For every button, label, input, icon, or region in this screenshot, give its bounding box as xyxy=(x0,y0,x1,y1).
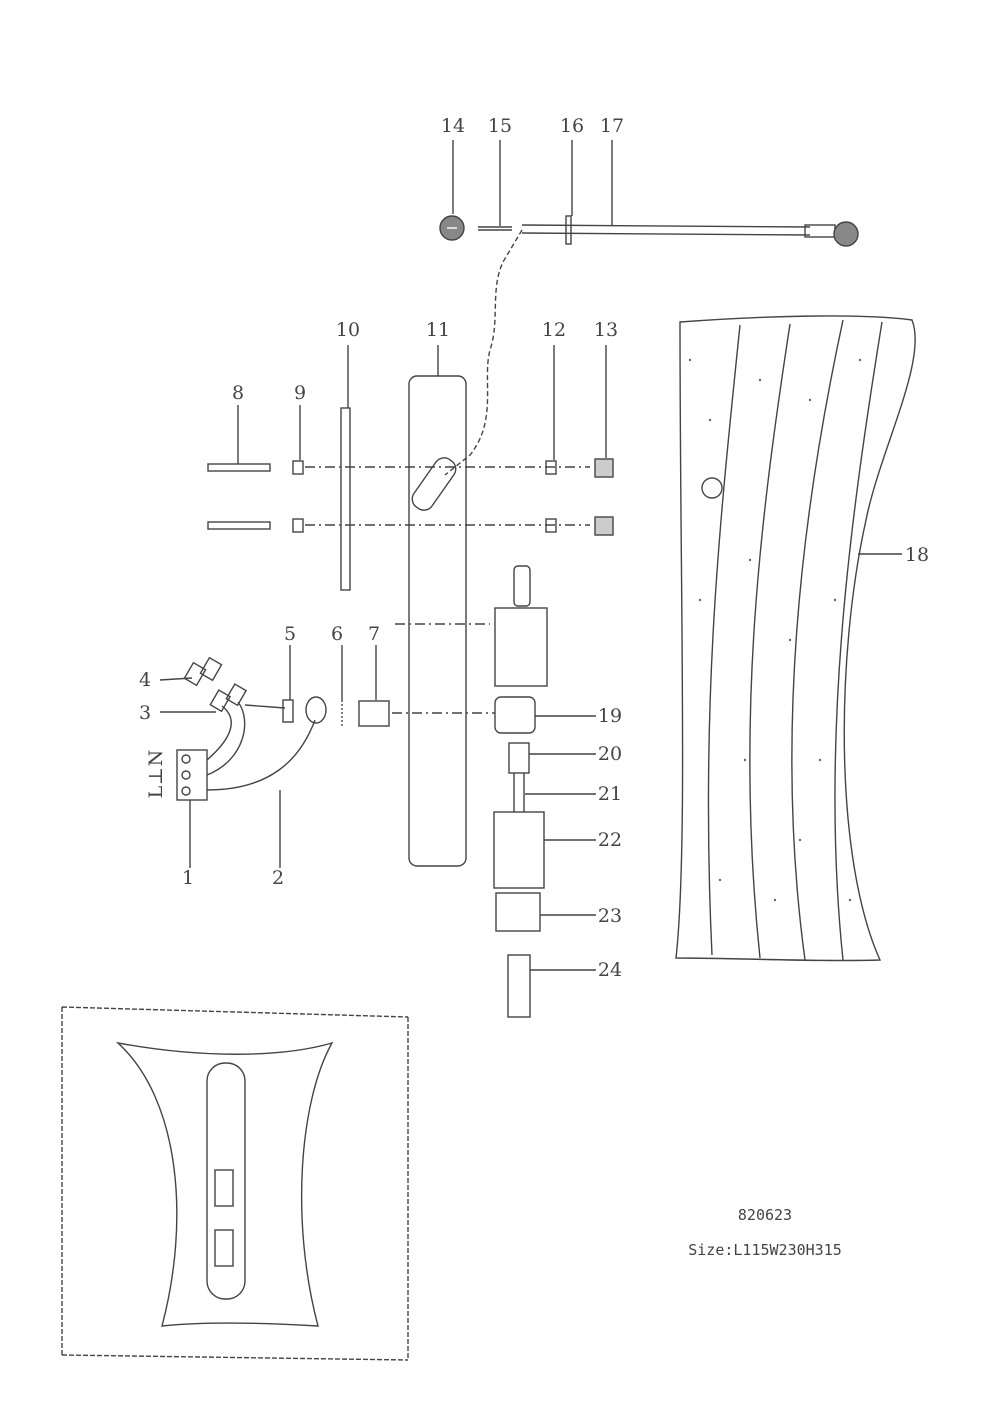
size-text: Size:L115W230H315 xyxy=(688,1241,842,1259)
part-16-nut xyxy=(565,215,572,245)
label-part-21: 21 xyxy=(598,783,622,805)
part-18-shade xyxy=(675,315,916,962)
part-20 xyxy=(508,742,530,774)
label-part-24: 24 xyxy=(598,959,622,981)
model-number: 820623 xyxy=(737,1206,793,1224)
part-17-end xyxy=(833,221,859,247)
label-part-10: 10 xyxy=(336,319,360,341)
label-part-15: 15 xyxy=(488,115,512,137)
part-11-backplate xyxy=(408,375,467,867)
part-22 xyxy=(493,811,545,889)
terminal-labels: L ⊥ N xyxy=(145,750,167,799)
label-part-6: 6 xyxy=(331,623,343,645)
label-part-19: 19 xyxy=(598,705,622,727)
part-labels: 1 2 3 4 5 6 7 8 9 10 11 12 13 14 15 16 1… xyxy=(139,115,929,981)
pipe-assembly xyxy=(439,215,859,476)
label-part-17: 17 xyxy=(600,115,624,137)
upper-lampholder xyxy=(494,607,548,687)
label-part-12: 12 xyxy=(542,319,566,341)
label-part-13: 13 xyxy=(594,319,618,341)
part-7-block xyxy=(358,700,390,727)
wiring-parts xyxy=(176,656,495,801)
part-5-ring xyxy=(305,696,327,724)
label-part-18: 18 xyxy=(905,544,929,566)
label-part-9: 9 xyxy=(294,382,306,404)
leader-lines xyxy=(159,140,613,971)
label-part-3: 3 xyxy=(139,702,151,724)
lamp-assembly xyxy=(493,565,548,1018)
label-part-14: 14 xyxy=(441,115,465,137)
label-part-22: 22 xyxy=(598,829,622,851)
terminal-label-earth: ⊥ xyxy=(145,767,167,785)
label-part-16: 16 xyxy=(560,115,584,137)
part-5-grommet xyxy=(282,699,294,723)
label-part-23: 23 xyxy=(598,905,622,927)
label-part-1: 1 xyxy=(182,867,194,889)
label-part-8: 8 xyxy=(232,382,244,404)
label-part-7: 7 xyxy=(368,623,380,645)
label-part-11: 11 xyxy=(426,319,450,341)
part-19 xyxy=(494,696,536,734)
label-part-4: 4 xyxy=(139,669,151,691)
terminal-label-n: N xyxy=(145,750,167,767)
part-23 xyxy=(495,892,541,932)
screw-set xyxy=(207,458,614,625)
label-part-2: 2 xyxy=(272,867,284,889)
part-10-bracket xyxy=(340,407,351,591)
part-24 xyxy=(507,954,531,1018)
assembled-view xyxy=(61,1006,409,1361)
halogen-bulb xyxy=(513,565,531,607)
label-part-5: 5 xyxy=(284,623,296,645)
label-part-20: 20 xyxy=(598,743,622,765)
terminal-label-l: L xyxy=(145,785,167,798)
